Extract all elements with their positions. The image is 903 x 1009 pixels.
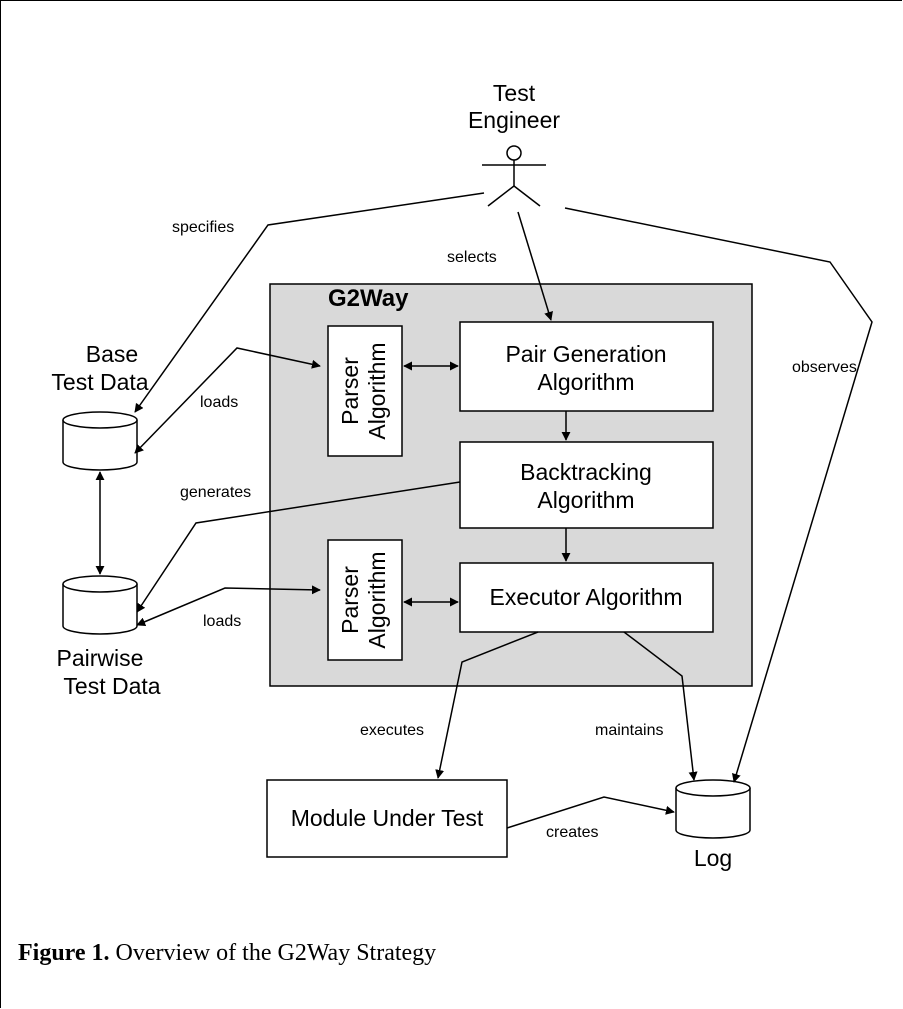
loads-top-label: loads [200,394,238,411]
executor-box [459,562,714,633]
parser-top-line1: Parser [337,357,363,425]
selects-label: selects [447,249,497,266]
loads-bottom-edge [136,585,321,627]
backtracking-line2: Algorithm [537,487,634,513]
observes-edge [564,207,873,783]
parser-bottom-line2: Algorithm [364,551,390,648]
generates-edge [136,481,461,613]
backtracking-box [459,441,714,529]
creates-edge [506,796,675,829]
pairwise-test-data-line2: Test Data [63,673,160,699]
observes-label: observes [792,359,857,376]
test-engineer-actor [482,145,546,207]
caption-prefix: Figure 1. [18,940,110,966]
base-test-data-line2: Test Data [51,369,148,395]
pair-generation-line2: Algorithm [537,369,634,395]
caption-text: Overview of the G2Way Strategy [110,940,437,966]
maintains-label: maintains [595,722,663,739]
system-title: G2Way [328,285,409,312]
executes-label: executes [360,722,424,739]
log-label: Log [694,845,732,871]
creates-label: creates [546,824,598,841]
backtracking-line1: Backtracking [520,459,652,485]
maintains-edge [623,631,698,781]
actor-label-line2: Engineer [468,107,560,133]
log-cylinder [675,779,751,839]
pair-generation-line1: Pair Generation [505,341,666,367]
pairwise-test-data-cylinder [62,575,138,635]
parser-bottom-line1: Parser [337,566,363,634]
loads-top-edge [134,347,321,454]
actor-label-line1: Test [493,80,536,106]
base-test-data-line1: Base [86,341,138,367]
module-under-test-label: Module Under Test [291,805,484,831]
selects-edge [517,211,553,321]
figure-caption: Figure 1. Overview of the G2Way Strategy [18,940,436,966]
executor-label: Executor Algorithm [489,584,682,610]
parser-algorithm-bottom-box [327,539,403,661]
specifies-edge [134,192,485,413]
pairwise-test-data-line1: Pairwise [57,645,144,671]
parser-top-line2: Algorithm [364,342,390,439]
parser-algorithm-top-box [327,325,403,457]
loads-bottom-label: loads [203,613,241,630]
base-test-data-cylinder [62,411,138,471]
module-under-test-box [266,779,508,858]
executes-edge [435,631,539,779]
specifies-label: specifies [172,219,234,236]
generates-label: generates [180,484,251,501]
pair-generation-box [459,321,714,412]
